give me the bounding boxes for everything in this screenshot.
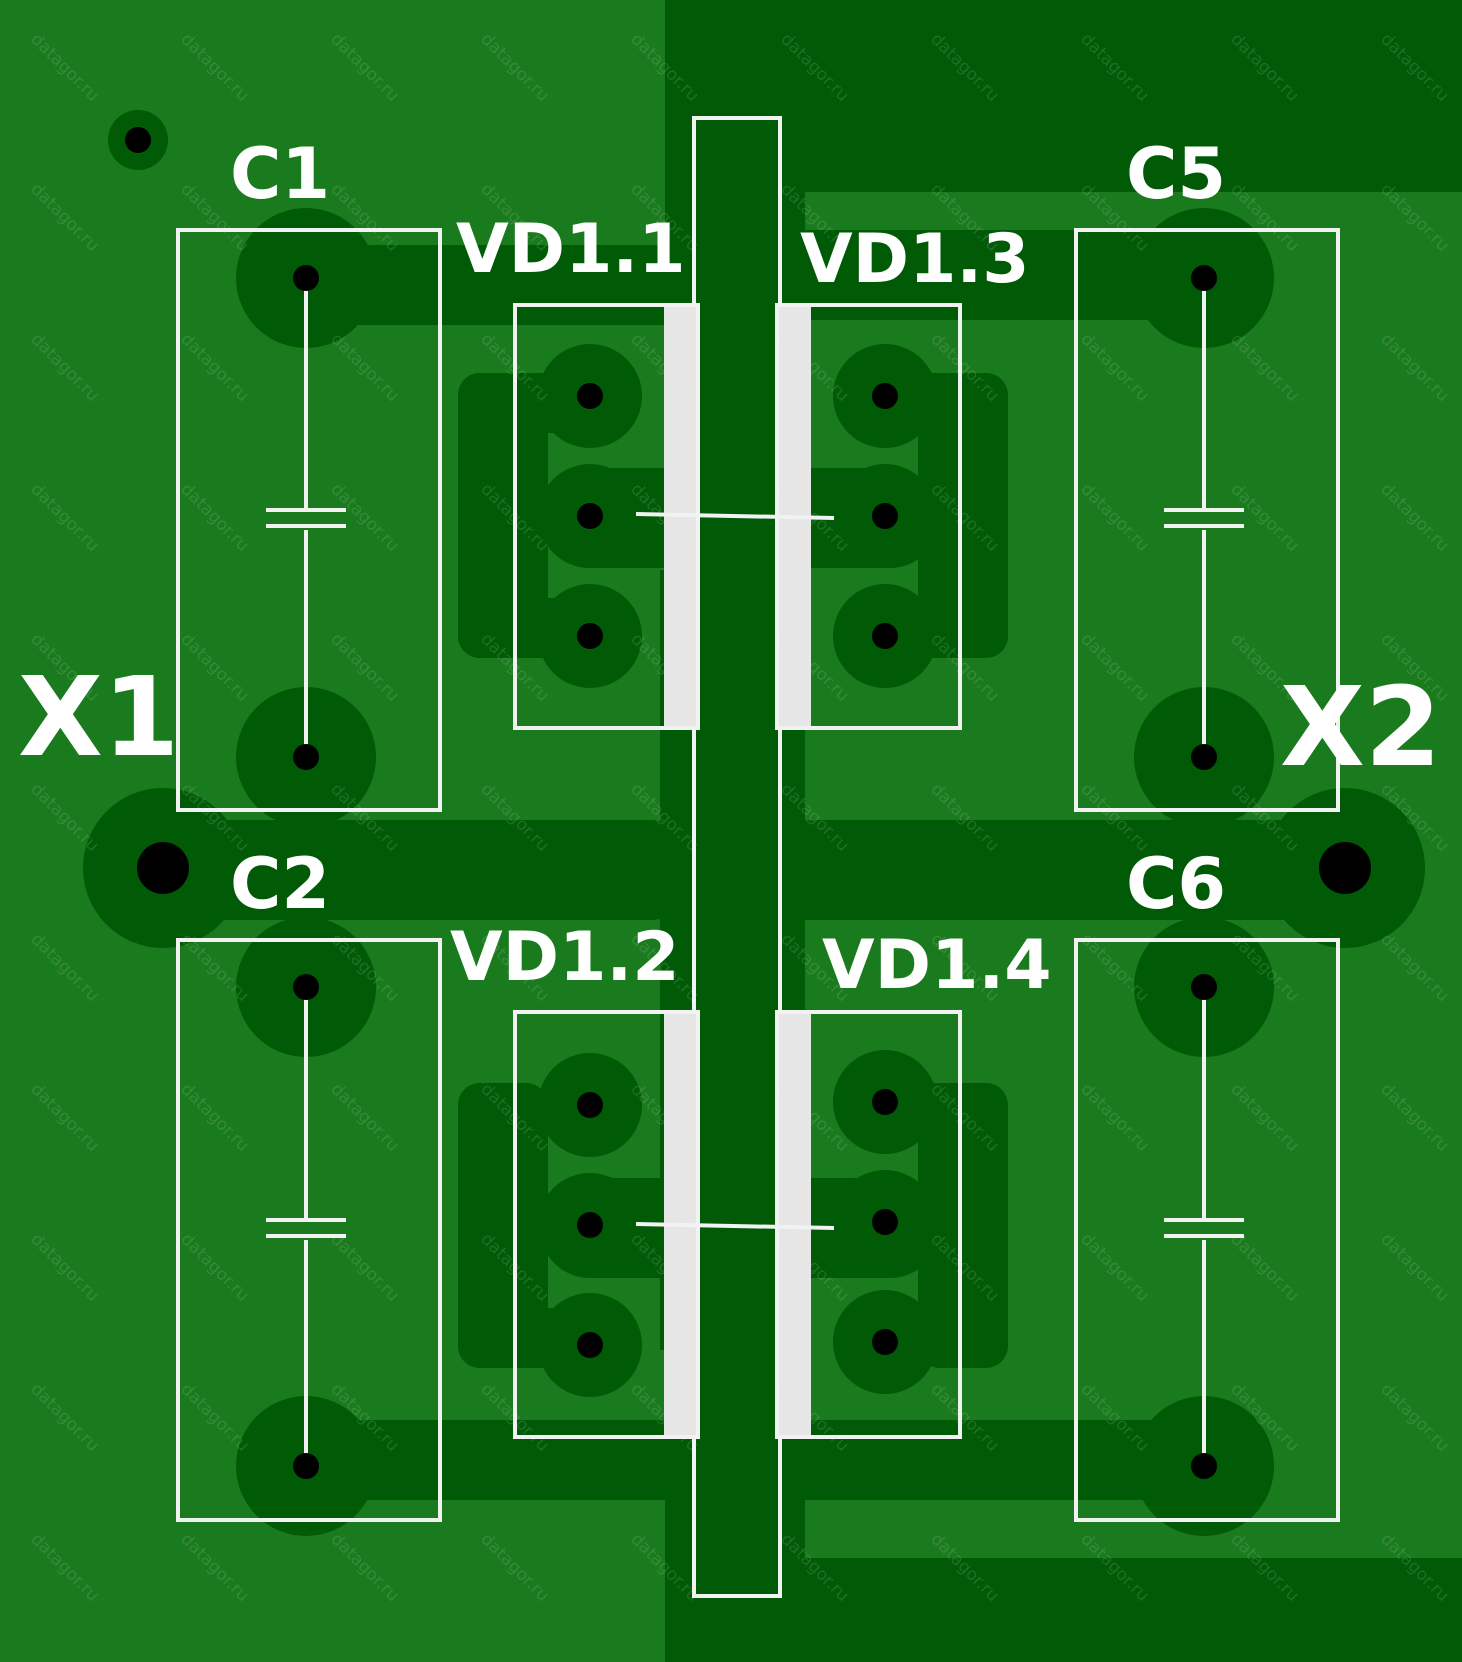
label-vd1-1: VD1.1 <box>456 210 686 289</box>
label-c1: C1 <box>230 133 330 215</box>
reference-labels: C1 C2 C5 C6 VD1.1 VD1.2 VD1.3 VD1.4 X1 X… <box>18 133 1441 1005</box>
heatsink-bar <box>692 116 782 1598</box>
label-vd1-3: VD1.3 <box>800 220 1030 299</box>
label-vd1-4: VD1.4 <box>822 926 1052 1005</box>
label-x2: X2 <box>1280 663 1441 791</box>
label-c5: C5 <box>1126 133 1226 215</box>
silkscreen-outlines <box>176 228 1340 1522</box>
diode-pads <box>108 110 937 1397</box>
label-c2: C2 <box>230 843 330 925</box>
label-x1: X1 <box>18 653 179 781</box>
label-vd1-2: VD1.2 <box>450 918 680 997</box>
label-c6: C6 <box>1126 843 1226 925</box>
drill-holes <box>125 127 1371 1479</box>
